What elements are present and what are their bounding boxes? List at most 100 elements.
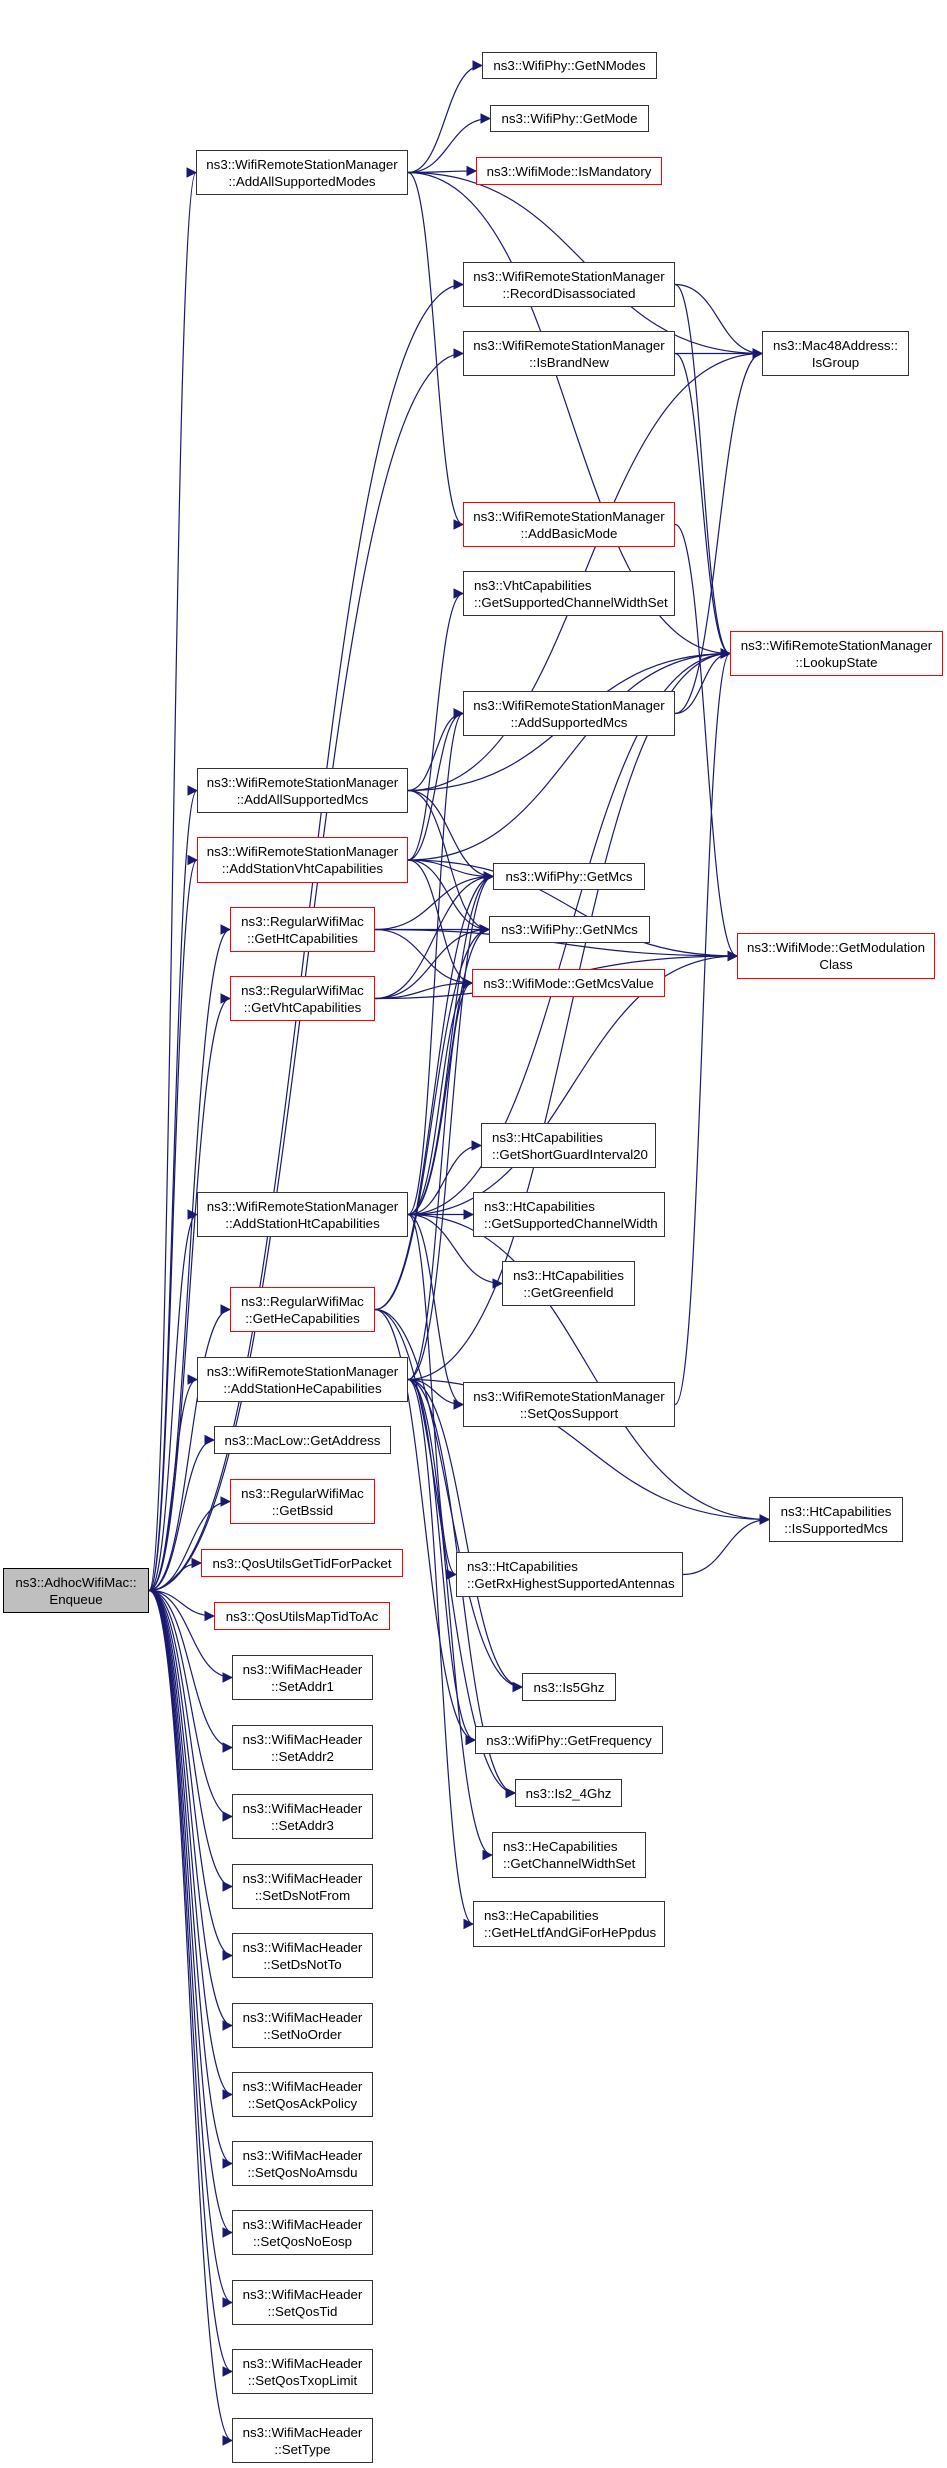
node-label-line: ns3::WifiRemoteStationManager <box>473 268 665 284</box>
node-get-mcs[interactable]: ns3::WifiPhy::GetMcs <box>493 863 645 890</box>
node-set-addr2[interactable]: ns3::WifiMacHeader::SetAddr2 <box>232 1725 373 1770</box>
node-is-mandatory[interactable]: ns3::WifiMode::IsMandatory <box>476 157 662 185</box>
node-is-group[interactable]: ns3::Mac48Address::IsGroup <box>762 331 909 376</box>
node-label-line: ::SetDsNotFrom <box>254 1887 351 1903</box>
node-get-address[interactable]: ns3::MacLow::GetAddress <box>214 1426 391 1454</box>
node-record-disassociated[interactable]: ns3::WifiRemoteStationManager::RecordDis… <box>463 262 675 307</box>
node-label-line: ns3::WifiMacHeader <box>242 2147 363 2163</box>
node-label-line: ns3::RegularWifiMac <box>241 1293 364 1309</box>
node-set-addr1[interactable]: ns3::WifiMacHeader::SetAddr1 <box>232 1655 373 1700</box>
edge-addStationVhtCapabilities-to-getNMcs <box>407 859 491 935</box>
node-set-qos-txop-limit[interactable]: ns3::WifiMacHeader::SetQosTxopLimit <box>232 2349 373 2394</box>
node-get-greenfield[interactable]: ns3::HtCapabilities::GetGreenfield <box>502 1261 635 1306</box>
node-label-line: ns3::WifiMacHeader <box>242 1870 363 1886</box>
node-is2-4-ghz[interactable]: ns3::Is2_4Ghz <box>515 1779 622 1807</box>
edge-root-to-setQosNoAmsdu <box>148 1589 234 2169</box>
node-set-qos-ack-policy[interactable]: ns3::WifiMacHeader::SetQosAckPolicy <box>232 2072 373 2117</box>
node-add-all-supported-mcs[interactable]: ns3::WifiRemoteStationManager::AddAllSup… <box>197 768 408 813</box>
node-label-line: ::SetQosTxopLimit <box>247 2372 358 2388</box>
node-label-line: ns3::WifiMacHeader <box>242 1661 363 1677</box>
node-label-line: ::SetAddr1 <box>271 1678 334 1694</box>
node-qos-utils-get-tid-for-packet[interactable]: ns3::QosUtilsGetTidForPacket <box>201 1549 403 1577</box>
node-label-line: ::GetVhtCapabilities <box>243 999 362 1015</box>
node-get-mcs-value[interactable]: ns3::WifiMode::GetMcsValue <box>472 969 665 997</box>
node-label-line: ns3::WifiPhy::GetMcs <box>505 869 633 884</box>
edge-getHtCapabilities-to-getMcs <box>374 871 495 931</box>
node-label-line: ns3::WifiPhy::GetFrequency <box>486 1732 652 1748</box>
node-label-line: ns3::HtCapabilities <box>467 1558 578 1574</box>
node-label-line: ::SetAddr3 <box>271 1817 334 1833</box>
node-set-qos-no-amsdu[interactable]: ns3::WifiMacHeader::SetQosNoAmsdu <box>232 2141 373 2186</box>
edge-root-to-addAllSupportedMcs <box>148 785 199 1592</box>
edge-root-to-getHeCapabilities <box>148 1304 232 1592</box>
node-label-line: ns3::RegularWifiMac <box>241 1485 364 1501</box>
node-set-no-order[interactable]: ns3::WifiMacHeader::SetNoOrder <box>232 2003 373 2048</box>
node-set-type[interactable]: ns3::WifiMacHeader::SetType <box>232 2418 373 2463</box>
node-he-get-channel-width-set[interactable]: ns3::HeCapabilities::GetChannelWidthSet <box>492 1832 646 1878</box>
node-get-he-ltf-and-gi-for-he-ppdus[interactable]: ns3::HeCapabilities::GetHeLtfAndGiForHeP… <box>473 1901 665 1947</box>
node-set-qos-tid[interactable]: ns3::WifiMacHeader::SetQosTid <box>232 2280 373 2325</box>
edge-addSupportedMcs-to-isGroup <box>674 348 764 715</box>
node-ht-get-supported-channel-width[interactable]: ns3::HtCapabilities::GetSupportedChannel… <box>473 1192 665 1237</box>
node-lookup-state[interactable]: ns3::WifiRemoteStationManager::LookupSta… <box>730 631 943 676</box>
node-label-line: ns3::RegularWifiMac <box>241 982 364 998</box>
node-label-line: ns3::HtCapabilities <box>492 1129 603 1145</box>
node-label-line: ns3::AdhocWifiMac:: <box>15 1574 137 1590</box>
node-get-n-modes[interactable]: ns3::WifiPhy::GetNModes <box>482 52 657 79</box>
node-label-line: ns3::WifiPhy::GetMode <box>501 111 638 126</box>
edge-addStationVhtCapabilities-to-vhtGetSupportedChannelWidthSet <box>407 588 465 861</box>
node-get-he-capabilities[interactable]: ns3::RegularWifiMac::GetHeCapabilities <box>230 1287 375 1332</box>
node-add-basic-mode[interactable]: ns3::WifiRemoteStationManager::AddBasicM… <box>463 502 675 547</box>
node-is5-ghz[interactable]: ns3::Is5Ghz <box>522 1673 616 1701</box>
node-set-qos-support[interactable]: ns3::WifiRemoteStationManager::SetQosSup… <box>463 1382 675 1427</box>
edge-addAllSupportedModes-to-getNModes <box>407 60 484 174</box>
node-get-short-guard-interval20[interactable]: ns3::HtCapabilities::GetShortGuardInterv… <box>481 1123 656 1168</box>
node-set-addr3[interactable]: ns3::WifiMacHeader::SetAddr3 <box>232 1794 373 1839</box>
node-label-line: ::RecordDisassociated <box>502 285 636 301</box>
node-label-line: ::SetType <box>274 2441 331 2457</box>
node-add-all-supported-modes[interactable]: ns3::WifiRemoteStationManager::AddAllSup… <box>196 150 408 195</box>
node-get-frequency[interactable]: ns3::WifiPhy::GetFrequency <box>475 1726 663 1754</box>
node-set-qos-no-eosp[interactable]: ns3::WifiMacHeader::SetQosNoEosp <box>232 2210 373 2255</box>
node-add-station-ht-capabilities[interactable]: ns3::WifiRemoteStationManager::AddStatio… <box>197 1192 408 1237</box>
node-get-rx-highest-supported-antennas[interactable]: ns3::HtCapabilities::GetRxHighestSupport… <box>456 1552 683 1597</box>
edge-isBrandNew-to-lookupState <box>674 352 732 659</box>
node-get-n-mcs[interactable]: ns3::WifiPhy::GetNMcs <box>489 916 650 943</box>
edge-root-to-addAllSupportedModes <box>148 167 198 1592</box>
node-is-supported-mcs[interactable]: ns3::HtCapabilities::IsSupportedMcs <box>769 1497 903 1542</box>
node-label-line: ::GetGreenfield <box>523 1284 614 1300</box>
node-qos-utils-map-tid-to-ac[interactable]: ns3::QosUtilsMapTidToAc <box>214 1602 390 1630</box>
node-get-mode[interactable]: ns3::WifiPhy::GetMode <box>490 105 649 132</box>
node-set-ds-not-from[interactable]: ns3::WifiMacHeader::SetDsNotFrom <box>232 1864 373 1909</box>
node-label-line: ns3::WifiRemoteStationManager <box>473 1388 665 1404</box>
edge-getHtCapabilities-to-getMcsValue <box>374 928 474 989</box>
node-label-line: ::SetDsNotTo <box>263 1956 342 1972</box>
node-label-line: ns3::WifiMacHeader <box>242 2424 363 2440</box>
node-label-line: ::AddSupportedMcs <box>510 714 628 730</box>
edge-addStationHeCapabilities-to-setQosSupport <box>407 1378 465 1410</box>
node-get-bssid[interactable]: ns3::RegularWifiMac::GetBssid <box>230 1479 375 1524</box>
node-label-line: ns3::QosUtilsGetTidForPacket <box>212 1555 392 1571</box>
edge-addAllSupportedModes-to-lookupState <box>407 171 732 659</box>
node-get-ht-capabilities[interactable]: ns3::RegularWifiMac::GetHtCapabilities <box>230 907 375 952</box>
edge-addStationVhtCapabilities-to-addSupportedMcs <box>407 708 465 861</box>
node-vht-get-supported-channel-width-set[interactable]: ns3::VhtCapabilities::GetSupportedChanne… <box>463 571 675 616</box>
edge-setQosSupport-to-lookupState <box>674 648 732 1406</box>
edge-root-to-qosUtilsGetTidForPacket <box>148 1557 203 1592</box>
node-set-ds-not-to[interactable]: ns3::WifiMacHeader::SetDsNotTo <box>232 1933 373 1978</box>
node-label-line: ns3::WifiMacHeader <box>242 2009 363 2025</box>
node-label-line: IsGroup <box>811 354 860 370</box>
edge-root-to-getBssid <box>148 1496 232 1592</box>
node-add-supported-mcs[interactable]: ns3::WifiRemoteStationManager::AddSuppor… <box>463 691 675 736</box>
edge-addStationVhtCapabilities-to-lookupState <box>407 648 732 861</box>
node-label-line: ::GetHeLtfAndGiForHePpdus <box>484 1925 657 1940</box>
node-add-station-vht-capabilities[interactable]: ns3::WifiRemoteStationManager::AddStatio… <box>197 837 408 883</box>
node-add-station-he-capabilities[interactable]: ns3::WifiRemoteStationManager::AddStatio… <box>197 1357 408 1402</box>
node-label-line: ns3::WifiRemoteStationManager <box>206 156 398 172</box>
node-label-line: ns3::WifiMacHeader <box>242 2355 363 2371</box>
edge-root-to-setDsNotTo <box>148 1589 234 1961</box>
node-get-vht-capabilities[interactable]: ns3::RegularWifiMac::GetVhtCapabilities <box>230 976 375 1021</box>
node-is-brand-new[interactable]: ns3::WifiRemoteStationManager::IsBrandNe… <box>463 331 675 376</box>
